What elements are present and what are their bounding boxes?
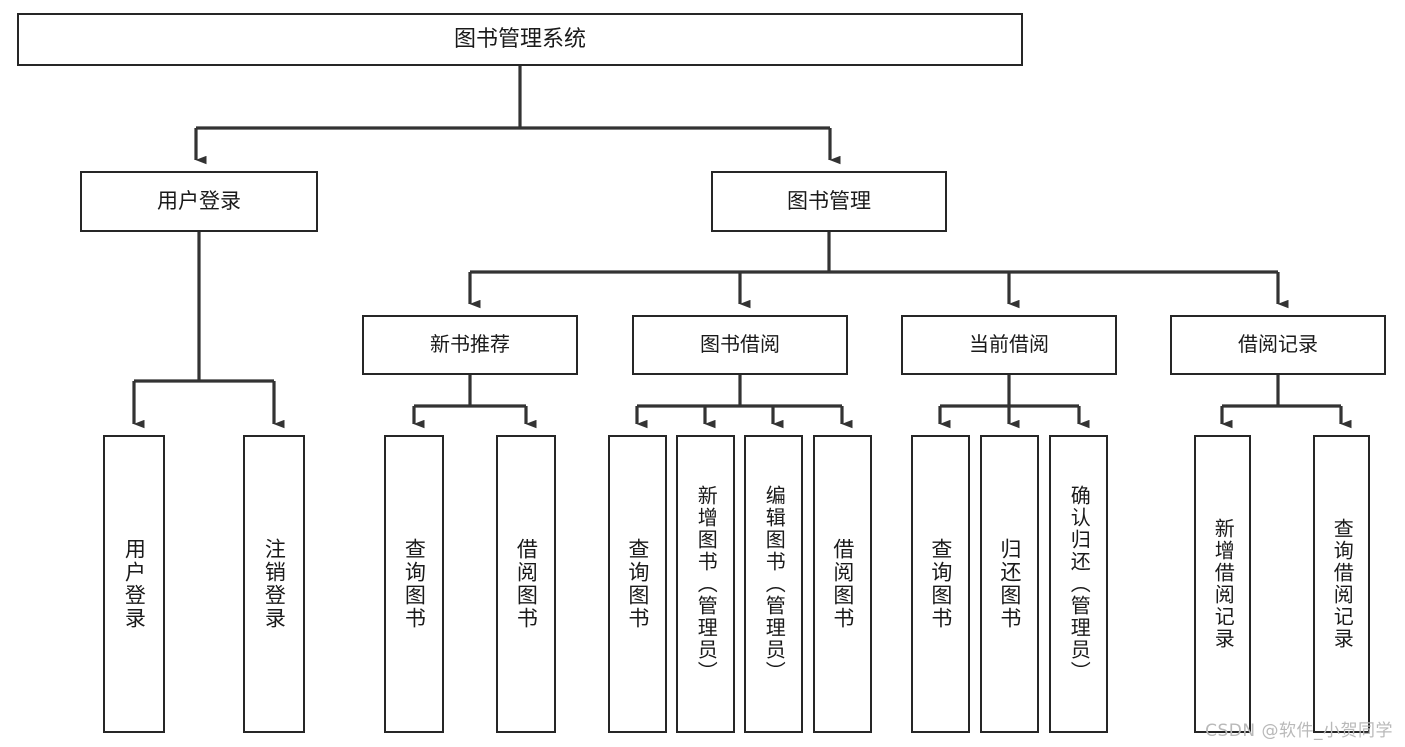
leaf-logout-login-label: 注销登录	[262, 538, 287, 630]
leaf-borrow-book-1-label: 借阅图书	[514, 538, 539, 630]
leaf-query-record-label: 查询借阅记录	[1330, 518, 1355, 650]
node-borrow-record-label: 借阅记录	[1238, 332, 1318, 357]
leaf-add-record-label: 新增借阅记录	[1211, 518, 1236, 650]
leaf-query-book-1-label: 查询图书	[402, 538, 427, 630]
leaf-borrow-book-2-label: 借阅图书	[830, 538, 855, 630]
leaf-return-book[interactable]: 归还图书	[980, 435, 1039, 733]
leaf-query-record[interactable]: 查询借阅记录	[1313, 435, 1370, 733]
leaf-user-login[interactable]: 用户登录	[103, 435, 165, 733]
node-book-borrow-label: 图书借阅	[700, 332, 780, 357]
leaf-add-book[interactable]: 新增图书（管理员）	[676, 435, 735, 733]
node-borrow-record[interactable]: 借阅记录	[1170, 315, 1386, 375]
leaf-confirm-return-label: 确认归还（管理员）	[1067, 485, 1092, 683]
leaf-query-book-2[interactable]: 查询图书	[608, 435, 667, 733]
leaf-query-book-3[interactable]: 查询图书	[911, 435, 970, 733]
node-root[interactable]: 图书管理系统	[17, 13, 1023, 66]
leaf-user-login-label: 用户登录	[122, 538, 147, 630]
leaf-confirm-return[interactable]: 确认归还（管理员）	[1049, 435, 1108, 733]
leaf-query-book-1[interactable]: 查询图书	[384, 435, 444, 733]
node-user-login[interactable]: 用户登录	[80, 171, 318, 232]
leaf-add-book-label: 新增图书（管理员）	[694, 485, 719, 683]
leaf-borrow-book-1[interactable]: 借阅图书	[496, 435, 556, 733]
leaf-query-book-3-label: 查询图书	[928, 538, 953, 630]
leaf-return-book-label: 归还图书	[997, 538, 1022, 630]
node-book-borrow[interactable]: 图书借阅	[632, 315, 848, 375]
node-root-label: 图书管理系统	[453, 26, 586, 52]
leaf-edit-book-label: 编辑图书（管理员）	[762, 485, 787, 683]
node-new-book-recommend-label: 新书推荐	[430, 332, 510, 357]
leaf-edit-book[interactable]: 编辑图书（管理员）	[744, 435, 803, 733]
node-user-login-label: 用户登录	[157, 189, 241, 214]
node-book-manage-label: 图书管理	[787, 189, 871, 214]
leaf-borrow-book-2[interactable]: 借阅图书	[813, 435, 872, 733]
node-new-book-recommend[interactable]: 新书推荐	[362, 315, 578, 375]
node-current-borrow[interactable]: 当前借阅	[901, 315, 1117, 375]
node-current-borrow-label: 当前借阅	[969, 332, 1049, 357]
node-book-manage[interactable]: 图书管理	[711, 171, 947, 232]
leaf-logout-login[interactable]: 注销登录	[243, 435, 305, 733]
leaf-query-book-2-label: 查询图书	[625, 538, 650, 630]
leaf-add-record[interactable]: 新增借阅记录	[1194, 435, 1251, 733]
csdn-watermark: CSDN @软件_小贺同学	[1205, 721, 1393, 741]
